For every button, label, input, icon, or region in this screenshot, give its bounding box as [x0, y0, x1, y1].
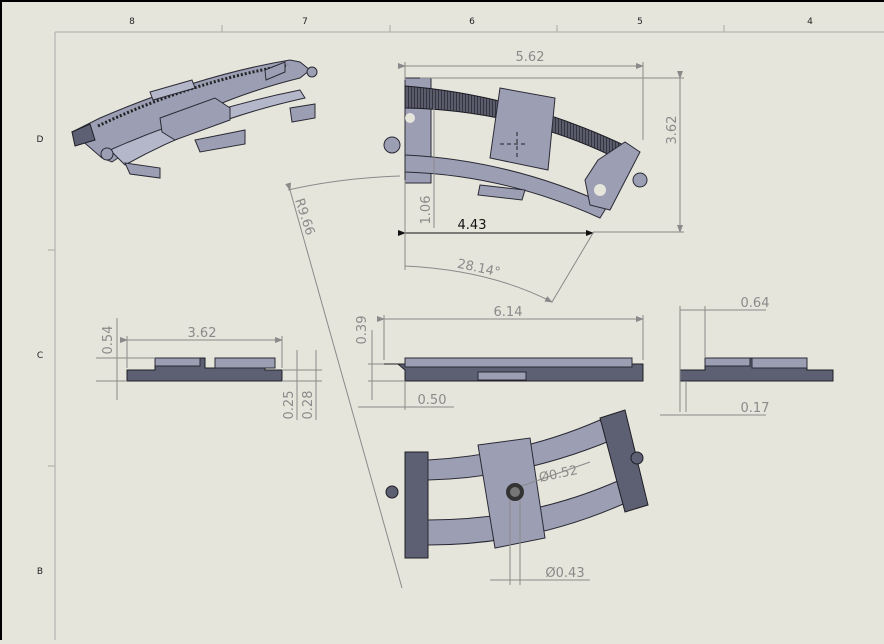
dim-hole-inner: Ø0.43: [545, 566, 584, 581]
bottom-view: Ø0.52 Ø0.43: [385, 409, 649, 585]
front-view: 6.14 0.39 0.50: [355, 305, 644, 410]
dim-4.43: 4.43: [458, 218, 487, 233]
dim-1.06: 1.06: [419, 196, 434, 225]
zone-labels: 8 7 6 5 4 D C B: [37, 17, 814, 577]
dim-0.28: 0.28: [301, 391, 316, 420]
dim-3.62-side: 3.62: [188, 326, 217, 341]
dim-0.54: 0.54: [101, 326, 116, 355]
dim-0.39: 0.39: [355, 316, 370, 345]
top-view: 5.62 3.62 1.06 4.43 28.14° R9.66: [285, 50, 684, 589]
dim-6.14: 6.14: [494, 305, 523, 320]
side-view-left: 3.62 0.54 0.25 0.28: [96, 318, 322, 420]
dim-0.25: 0.25: [282, 391, 297, 420]
zone-col-4: 4: [807, 17, 813, 27]
zone-col-8: 8: [129, 17, 135, 27]
side-view-right: 0.64 0.17: [660, 296, 834, 416]
dim-angle: 28.14°: [456, 257, 502, 281]
dim-0.17: 0.17: [741, 401, 770, 416]
dim-hole-outer: Ø0.52: [538, 463, 579, 486]
dim-5.62: 5.62: [516, 50, 545, 65]
zone-col-7: 7: [302, 17, 308, 27]
zone-row-d: D: [37, 135, 44, 145]
zone-col-6: 6: [469, 17, 475, 27]
zone-row-b: B: [37, 567, 43, 577]
dim-radius: R9.66: [291, 197, 317, 238]
dim-3.62-top: 3.62: [665, 116, 680, 145]
zone-col-5: 5: [637, 17, 643, 27]
dim-0.50: 0.50: [418, 393, 447, 408]
zone-row-c: C: [37, 351, 43, 361]
dim-0.64: 0.64: [741, 296, 770, 311]
isometric-view: [71, 59, 318, 179]
